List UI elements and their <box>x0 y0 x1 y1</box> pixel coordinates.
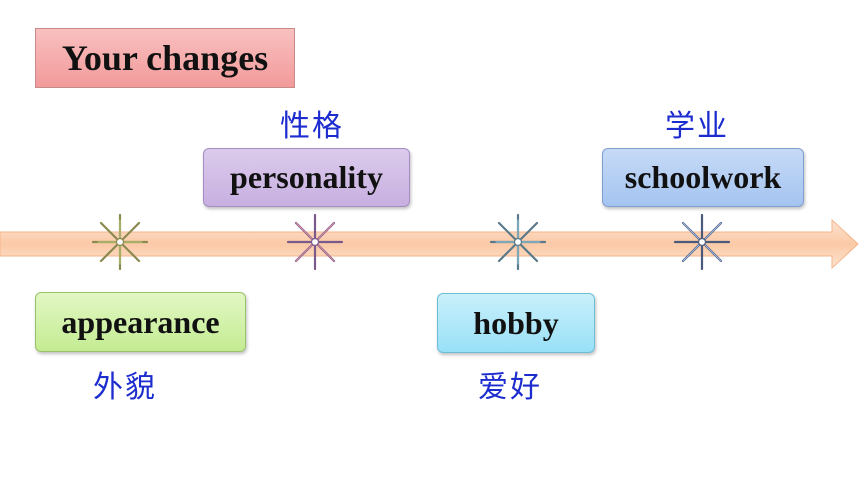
timeline-arrow-icon <box>0 218 859 270</box>
starburst-icon <box>91 213 149 271</box>
starburst-icon <box>489 213 547 271</box>
personality-card-label: personality <box>230 159 383 195</box>
page-title: Your changes <box>35 28 295 88</box>
hobby-card-label: hobby <box>473 304 559 341</box>
appearance-card[interactable]: appearance <box>35 292 246 352</box>
schoolwork-card[interactable]: schoolwork <box>602 148 804 207</box>
starburst-icon <box>286 213 344 271</box>
personality-chinese-label: 性格 <box>280 109 344 144</box>
appearance-chinese-label: 外貌 <box>93 370 157 405</box>
appearance-card-label: appearance <box>61 303 220 340</box>
schoolwork-card-label: schoolwork <box>624 159 782 195</box>
schoolwork-chinese-label: 学业 <box>665 109 729 144</box>
personality-card[interactable]: personality <box>203 148 410 207</box>
starburst-icon <box>673 213 731 271</box>
hobby-card[interactable]: hobby <box>437 293 595 353</box>
hobby-chinese-label: 爱好 <box>478 370 542 405</box>
